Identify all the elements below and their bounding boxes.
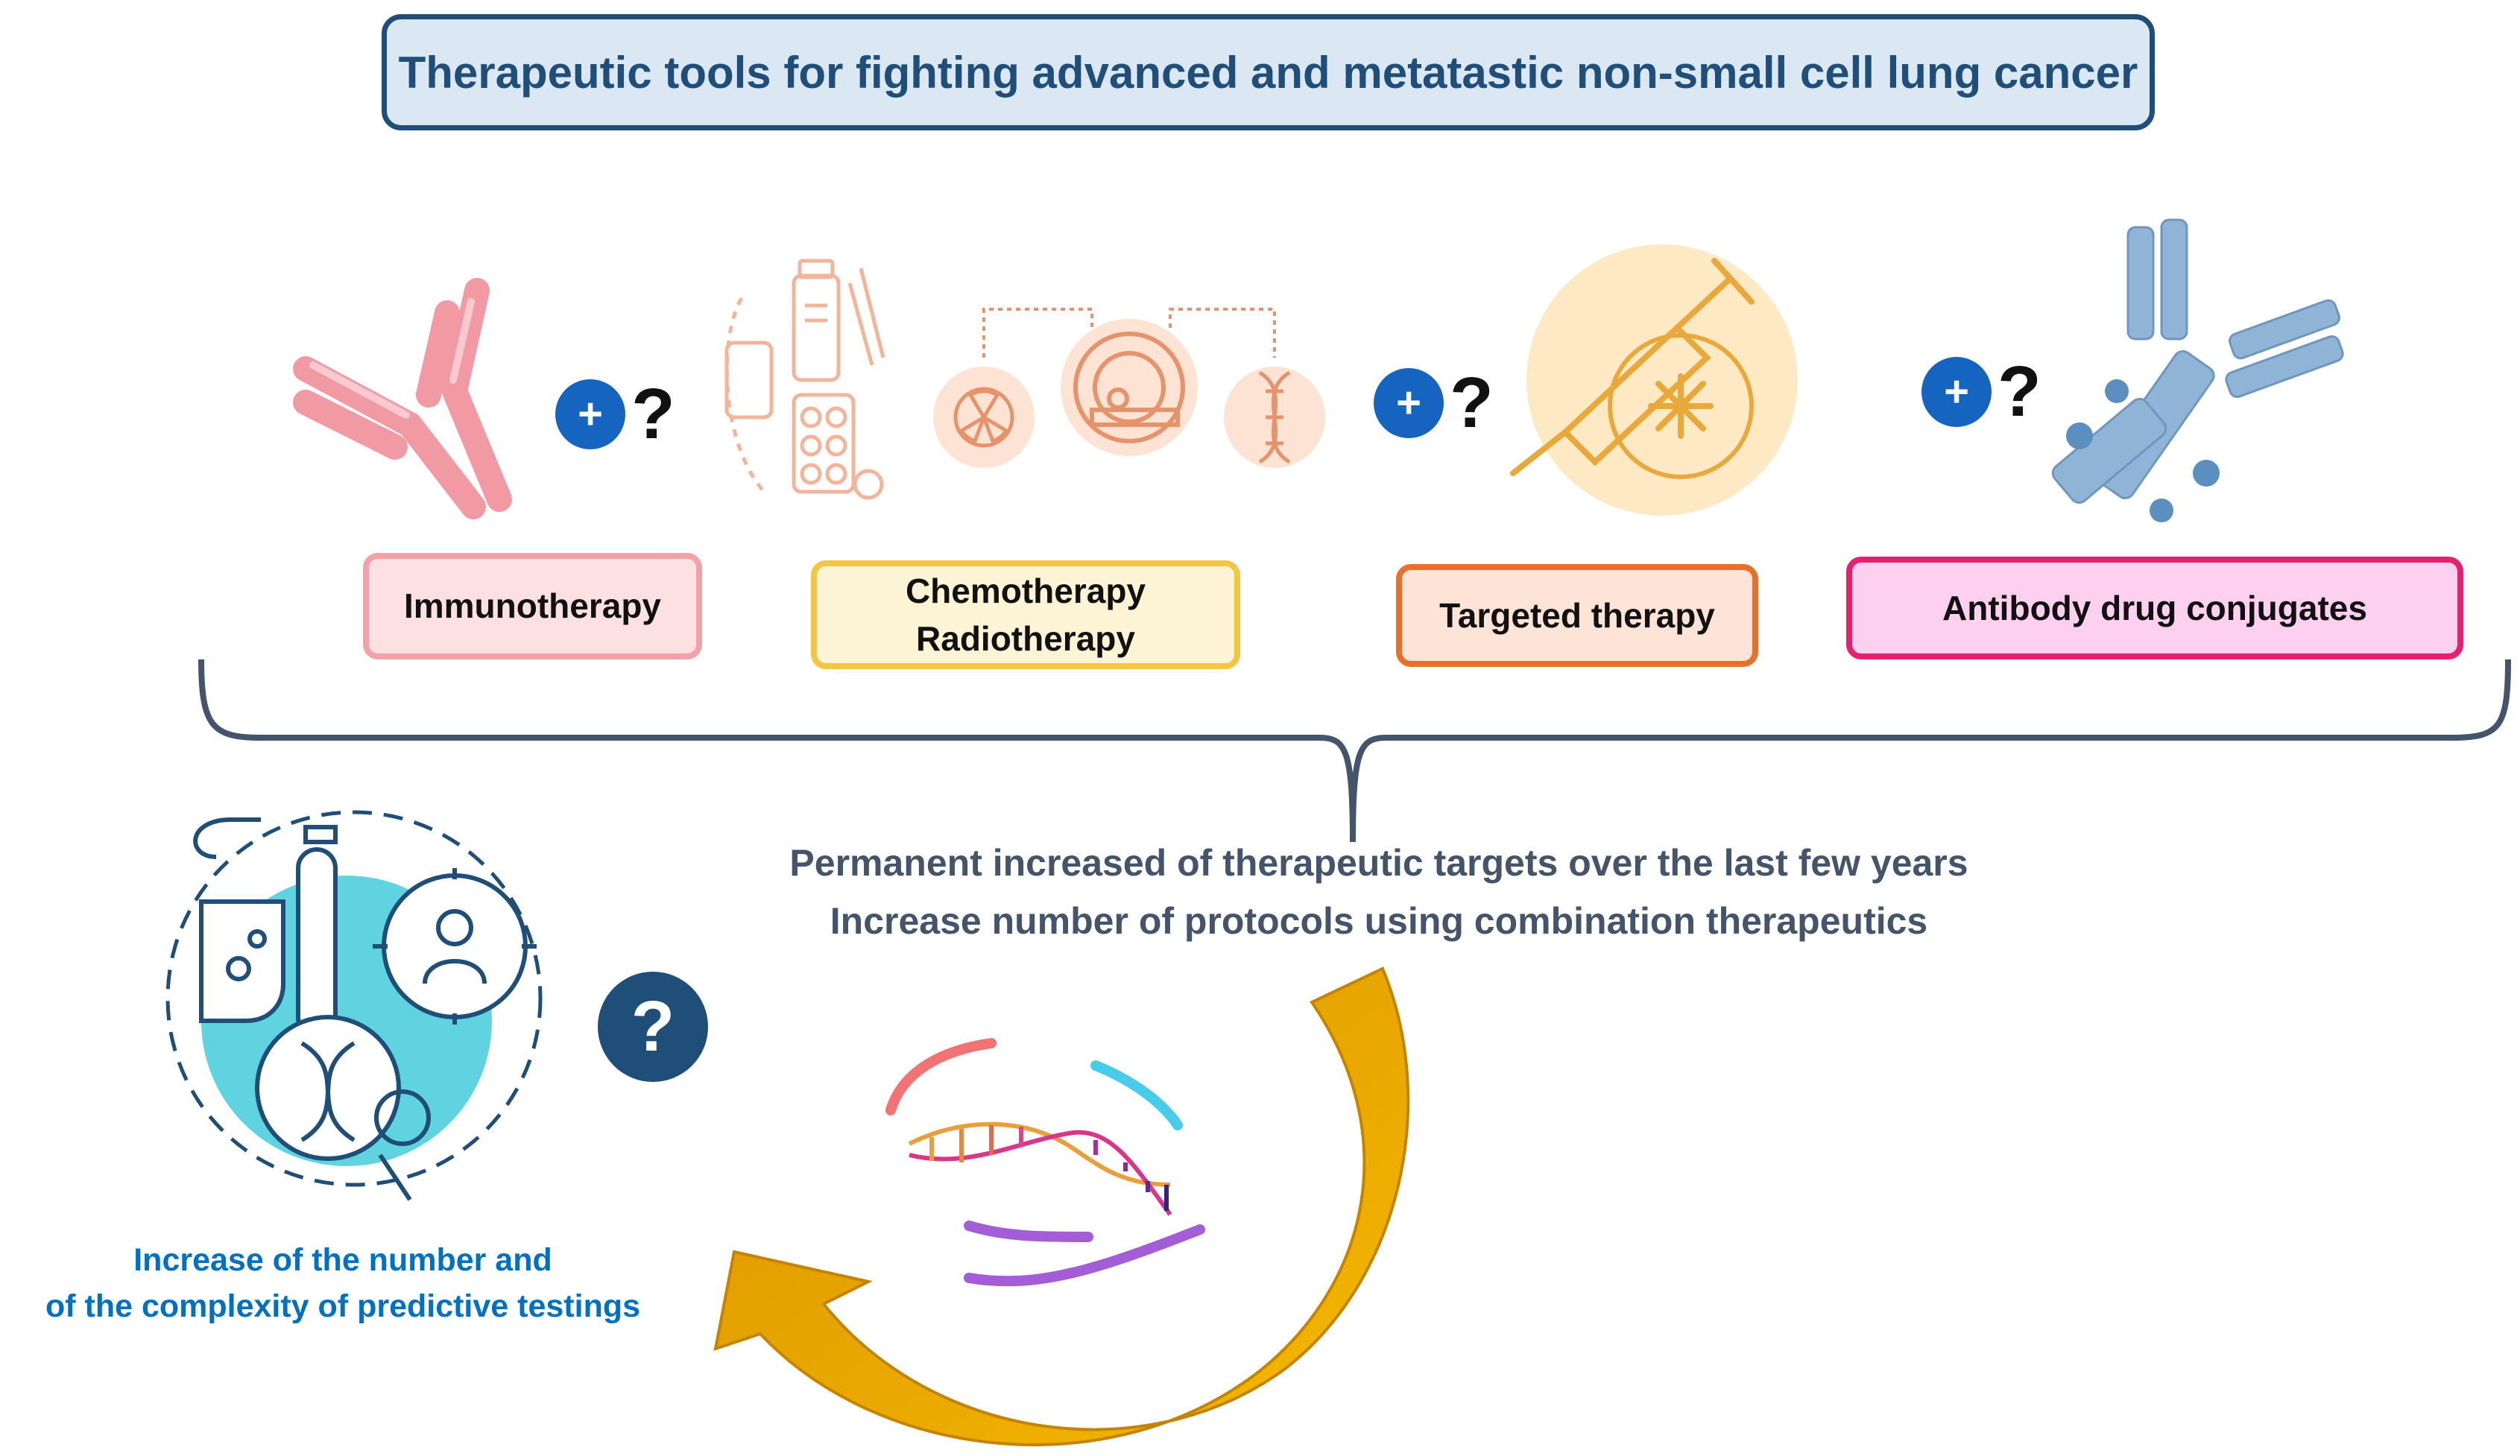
plus-question-1: + ?	[555, 379, 675, 450]
targeted-therapy-label: Targeted therapy	[1439, 595, 1715, 635]
label-adc: Antibody drug conjugates	[1846, 557, 2463, 659]
diagram-title: Therapeutic tools for fighting advanced …	[398, 47, 2138, 98]
plus-icon: +	[555, 379, 625, 449]
antibody-drug-conjugate-icon	[2051, 218, 2344, 522]
title-box: Therapeutic tools for fighting advanced …	[382, 14, 2155, 130]
middle-text-line1: Permanent increased of therapeutic targe…	[789, 842, 1968, 884]
drugs-icon	[724, 259, 885, 500]
adc-label: Antibody drug conjugates	[1942, 588, 2367, 627]
label-targeted-therapy: Targeted therapy	[1396, 564, 1758, 667]
immunotherapy-label: Immunotherapy	[403, 586, 662, 626]
dna-helix-icon	[885, 1038, 1205, 1287]
question-mark: ?	[1998, 352, 2041, 431]
radiation-mri-dna-icon	[933, 308, 1325, 468]
left-caption-line1: Increase of the number and	[133, 1242, 552, 1278]
left-caption-line2: of the complexity of predictive testings	[45, 1288, 641, 1325]
question-circle: ?	[598, 972, 708, 1082]
plus-question-3: + ?	[1921, 356, 2041, 428]
chemotherapy-label: Chemotherapy	[905, 571, 1146, 610]
label-chemo-radio: Chemotherapy Radiotherapy	[811, 560, 1240, 669]
label-immunotherapy: Immunotherapy	[363, 553, 702, 659]
radiotherapy-label: Radiotherapy	[916, 619, 1135, 658]
plus-icon: +	[1374, 368, 1444, 438]
middle-text-line2: Increase number of protocols using combi…	[830, 899, 1928, 942]
question-mark: ?	[1450, 363, 1494, 443]
middle-text: Permanent increased of therapeutic targe…	[745, 835, 2012, 950]
lab-testing-icon	[165, 810, 543, 1201]
plus-icon: +	[1921, 357, 1992, 427]
antibody-icon	[293, 278, 512, 519]
question-mark: ?	[631, 374, 675, 454]
syringe-icon	[1510, 244, 1798, 516]
plus-question-2: + ?	[1374, 367, 1494, 439]
left-caption: Increase of the number and of the comple…	[15, 1237, 671, 1330]
